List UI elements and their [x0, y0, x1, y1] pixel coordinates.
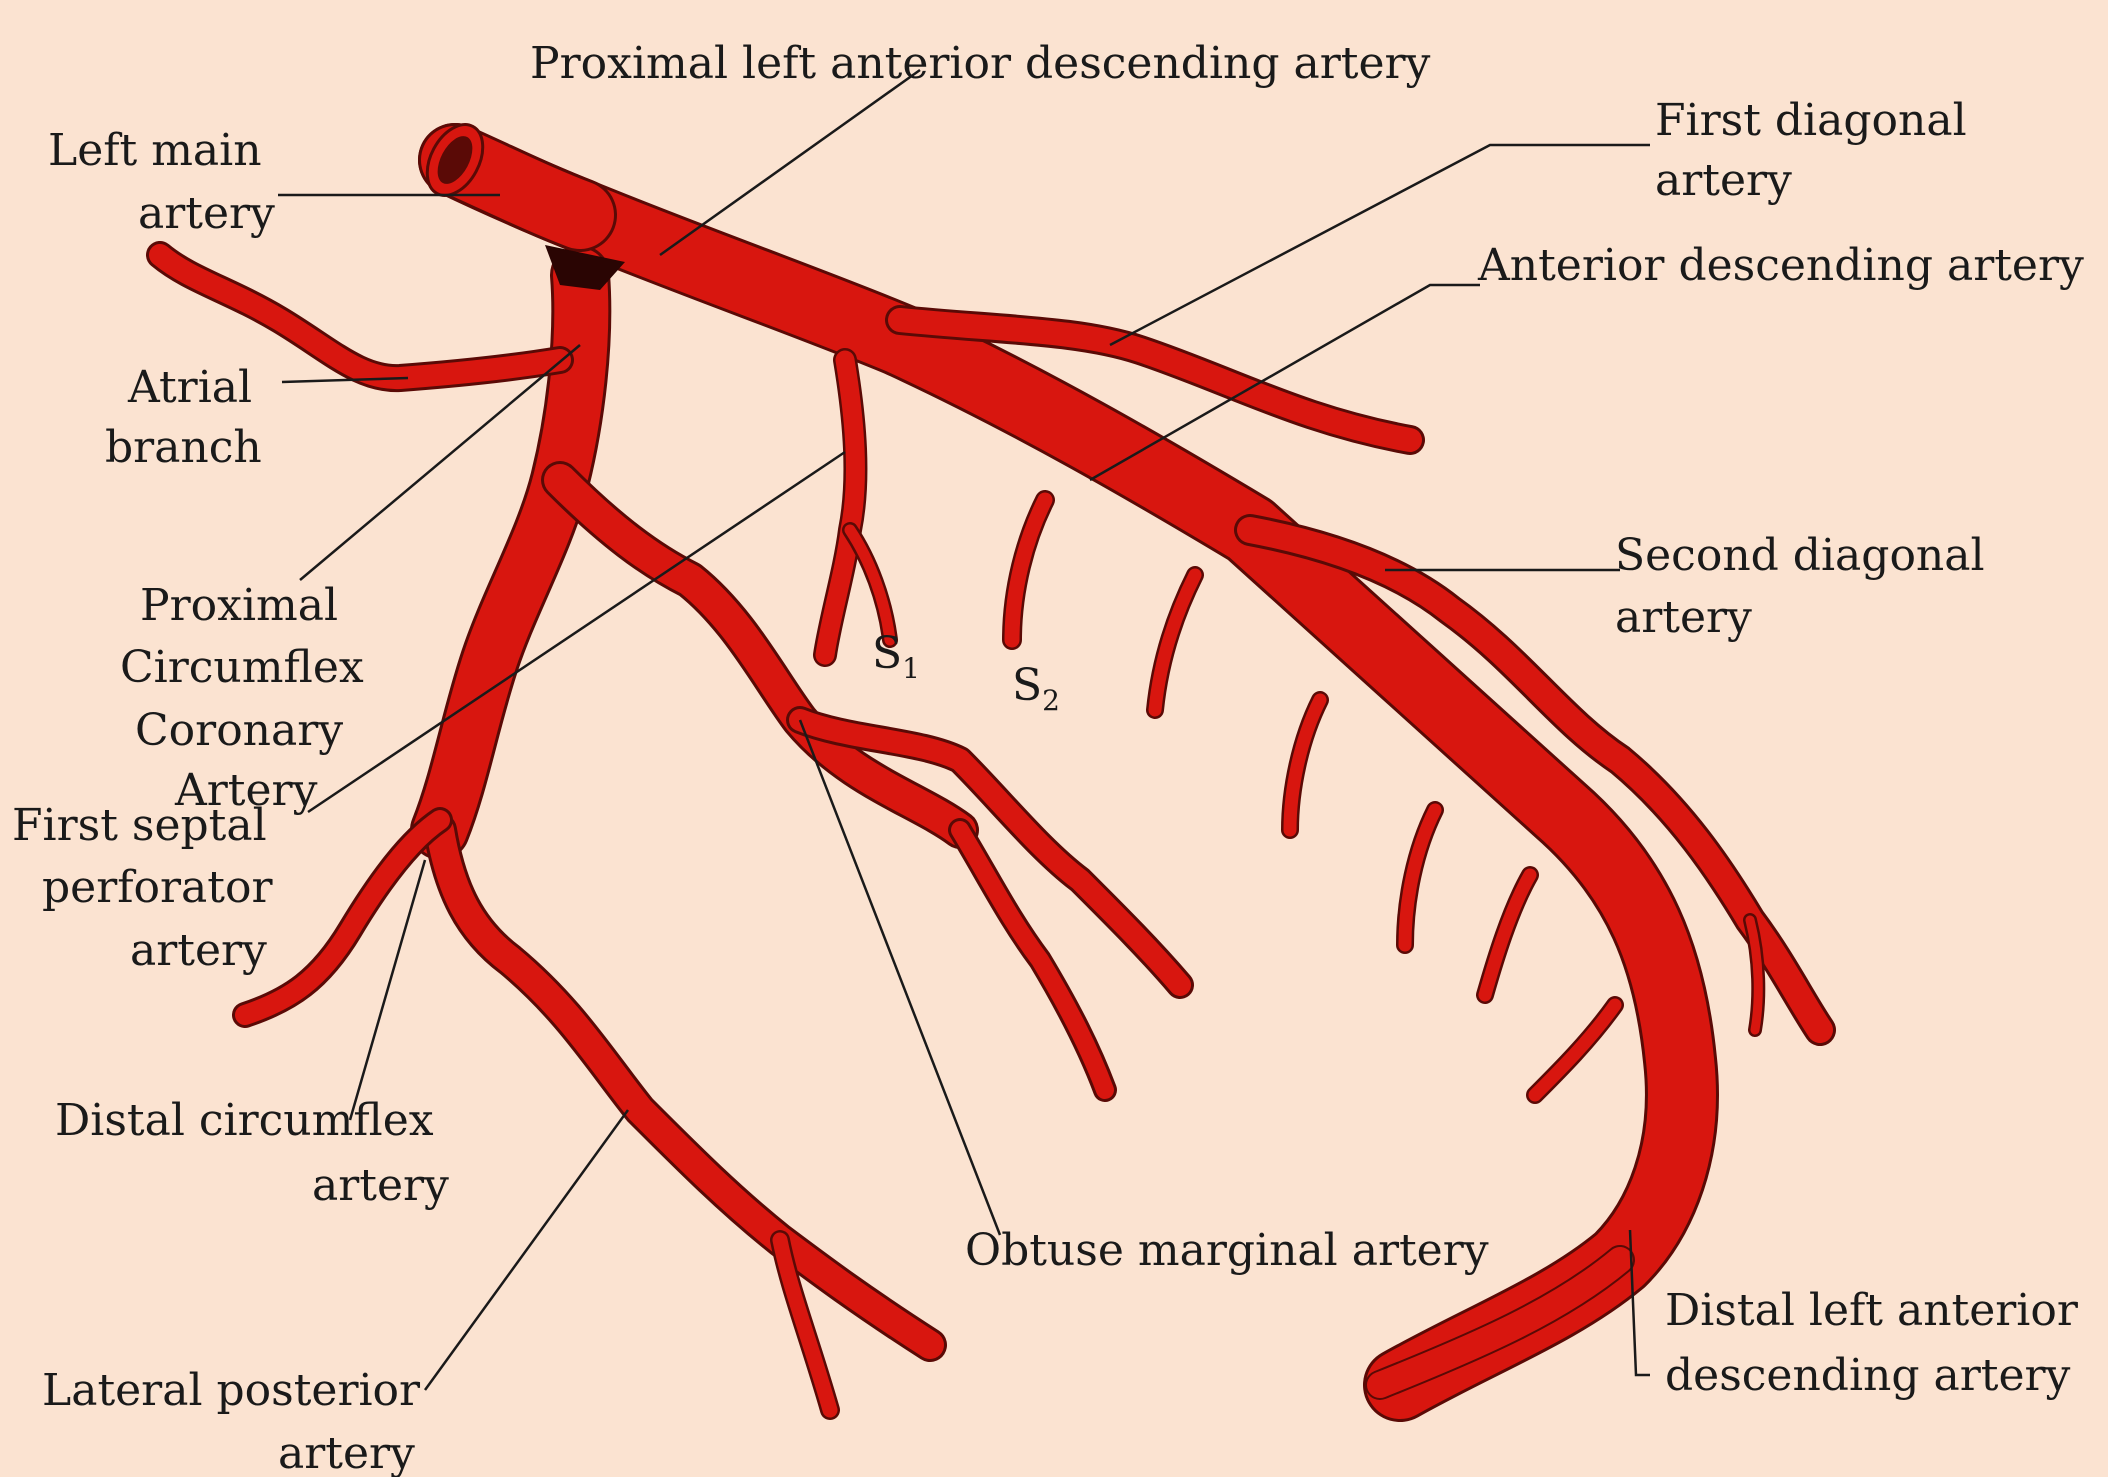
septal-s2-vessel [1012, 500, 1045, 640]
label-distal-cx-line1: Distal circumflex [55, 1095, 434, 1146]
label-atrial-line2: branch [105, 422, 262, 473]
septal-s1-vessel [825, 360, 890, 655]
distal-circumflex-side-vessel [245, 820, 440, 1015]
label-lateral-posterior-line1: Lateral posterior [42, 1365, 421, 1416]
label-s1: S1 [872, 628, 920, 685]
label-first-diagonal-line2: artery [1655, 155, 1792, 206]
label-anterior-descending: Anterior descending artery [1477, 240, 2084, 291]
label-left-main-line1: Left main [48, 125, 262, 176]
label-first-septal-line1: First septal [12, 800, 267, 851]
atrial-branch-vessel [160, 255, 560, 378]
label-second-diagonal-line2: artery [1615, 592, 1752, 643]
label-distal-lad-line2: descending artery [1665, 1350, 2071, 1401]
label-first-septal-line3: artery [130, 925, 267, 976]
label-proximal-lad: Proximal left anterior descending artery [530, 38, 1431, 89]
label-first-diagonal-line1: First diagonal [1655, 95, 1967, 146]
label-left-main-line2: artery [138, 188, 275, 239]
label-proximal-cx-line3: Coronary [135, 705, 343, 756]
label-distal-cx-line2: artery [312, 1160, 449, 1211]
leader-proximal-lad [660, 70, 920, 255]
label-second-diagonal-line1: Second diagonal [1615, 530, 1985, 581]
label-proximal-cx-line2: Circumflex [120, 642, 364, 693]
label-atrial-line1: Atrial [127, 362, 252, 413]
labels: Proximal left anterior descending artery… [12, 38, 2084, 1477]
label-lateral-posterior-line2: artery [278, 1428, 415, 1477]
label-first-septal-line2: perforator [42, 862, 273, 913]
artery-tree [160, 115, 1820, 1410]
label-obtuse-marginal: Obtuse marginal artery [965, 1225, 1489, 1276]
label-proximal-cx-line1: Proximal [140, 580, 338, 631]
leader-lateral-posterior [425, 1110, 628, 1390]
left-main-vessel [416, 115, 580, 215]
label-s2: S2 [1012, 660, 1060, 717]
label-distal-lad-line1: Distal left anterior [1665, 1285, 2079, 1336]
lateral-posterior-vessel [440, 830, 930, 1410]
